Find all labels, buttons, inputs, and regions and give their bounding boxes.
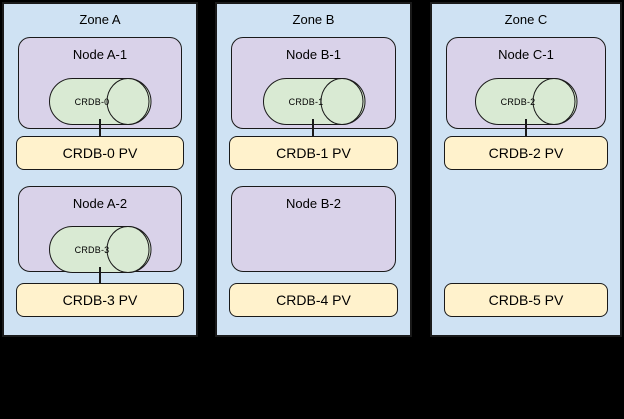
db-cylinder-crdb-3: CRDB-3 (49, 226, 152, 273)
node-title: Node B-1 (286, 47, 341, 62)
db-cylinder-crdb-1: CRDB-1 (263, 78, 366, 125)
zone-a-panel: Zone A Node A-1 CRDB-0 CRDB-0 PV Node A-… (2, 2, 198, 337)
cylinder-icon (263, 78, 366, 125)
connector-line (312, 119, 314, 137)
pv-box: CRDB-1 PV (229, 136, 398, 170)
pv-label: CRDB-0 PV (62, 145, 138, 161)
node-c1-box: Node C-1 CRDB-2 (446, 37, 606, 129)
pv-label: CRDB-2 PV (488, 145, 564, 161)
connector-line (99, 119, 101, 137)
connector-line (525, 119, 527, 137)
node-a2-box: Node A-2 CRDB-3 (18, 186, 182, 273)
node-title: Node A-1 (72, 47, 128, 62)
db-cylinder-crdb-2: CRDB-2 (475, 78, 578, 125)
connector-line (99, 267, 101, 283)
cylinder-icon (49, 78, 152, 125)
pv-label: CRDB-4 PV (276, 292, 351, 308)
db-label: CRDB-1 (288, 96, 324, 107)
db-label: CRDB-2 (500, 96, 536, 107)
pv-box: CRDB-2 PV (444, 136, 608, 170)
node-b2-box: Node B-2 (231, 186, 396, 272)
pv-box: CRDB-5 PV (444, 283, 608, 317)
db-cylinder-crdb-0: CRDB-0 (49, 78, 152, 125)
node-b1-box: Node B-1 CRDB-1 (231, 37, 396, 129)
cylinder-icon (475, 78, 578, 125)
pv-label: CRDB-1 PV (276, 145, 351, 161)
zone-c-panel: Zone C Node C-1 CRDB-2 CRDB-2 PV CRDB-5 … (430, 2, 622, 337)
node-a1-box: Node A-1 CRDB-0 (18, 37, 182, 129)
zone-b-panel: Zone B Node B-1 CRDB-1 CRDB-1 PV Node B-… (215, 2, 412, 337)
zone-title: Zone B (292, 12, 335, 27)
cylinder-icon (49, 226, 152, 273)
node-title: Node A-2 (72, 196, 128, 211)
db-label: CRDB-3 (74, 244, 110, 255)
node-title: Node C-1 (498, 47, 554, 62)
pv-box: CRDB-4 PV (229, 283, 398, 317)
node-title: Node B-2 (286, 196, 341, 211)
pv-label: CRDB-5 PV (488, 292, 564, 308)
pv-label: CRDB-3 PV (62, 292, 138, 308)
pv-box: CRDB-0 PV (16, 136, 184, 170)
zone-title: Zone A (79, 12, 121, 27)
db-label: CRDB-0 (74, 96, 110, 107)
pv-box: CRDB-3 PV (16, 283, 184, 317)
zone-title: Zone C (504, 12, 548, 27)
